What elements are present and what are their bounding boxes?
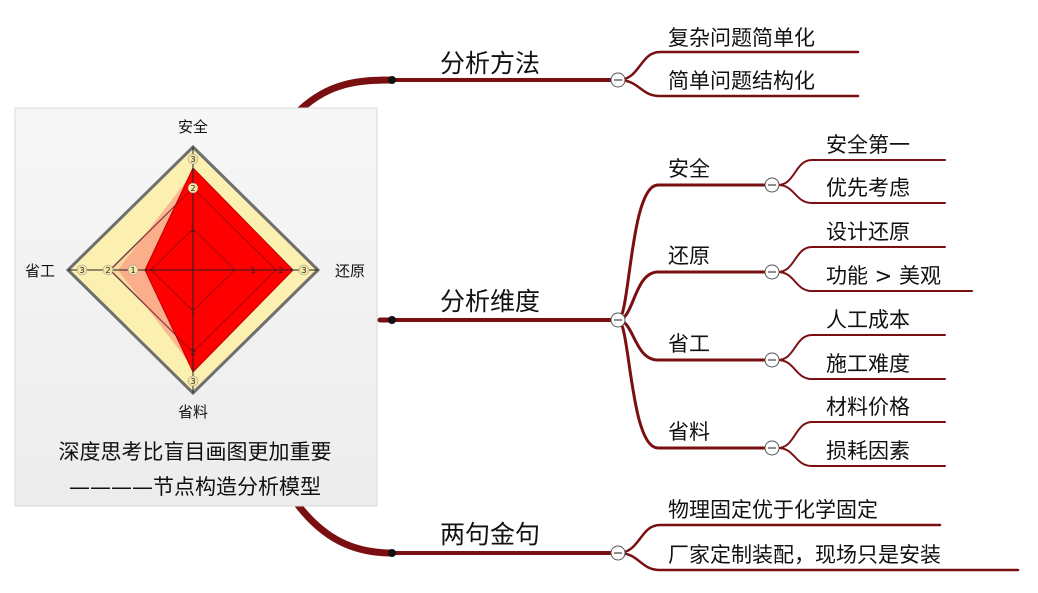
sub-branch-label: 省料 xyxy=(668,420,710,444)
branch-label: 两句金句 xyxy=(440,520,540,549)
branch-label: 分析维度 xyxy=(440,287,540,316)
card-caption-line-2: ————节点构造分析模型 xyxy=(69,475,321,499)
branch-golden-quotes: 两句金句 物理固定优于化学固定 厂家定制装配，现场只是安装 xyxy=(388,498,1020,572)
leaf-item: 物理固定优于化学固定 xyxy=(668,498,878,522)
branch-label: 分析方法 xyxy=(440,49,540,78)
branch-dot xyxy=(388,76,396,84)
radar-axis-label-bottom: 省料 xyxy=(178,403,208,421)
radar-ticks: 3 2 1 3 2 1 3 2 1 1 2 3 xyxy=(76,153,310,387)
svg-text:3: 3 xyxy=(79,266,84,275)
svg-text:3: 3 xyxy=(301,266,306,275)
leaf-item: 安全第一 xyxy=(826,133,910,157)
central-node-card: 3 2 1 3 2 1 3 2 1 1 2 3 安全 还 xyxy=(14,107,378,507)
radar-diagram: 3 2 1 3 2 1 3 2 1 1 2 3 安全 还 xyxy=(25,118,365,421)
leaf-item: 损耗因素 xyxy=(826,439,910,463)
leaf-item: 简单问题结构化 xyxy=(668,69,815,93)
svg-text:1: 1 xyxy=(130,266,135,275)
leaf-item: 设计还原 xyxy=(826,220,910,244)
branch-analysis-dimension: 分析维度 安全 还原 省工 省料 安全第一 优先考虑 设计还原 功能 > 美观 … xyxy=(388,133,973,467)
leaf-item: 施工难度 xyxy=(826,352,910,376)
svg-text:1: 1 xyxy=(190,225,195,234)
svg-text:2: 2 xyxy=(190,184,195,193)
svg-text:2: 2 xyxy=(190,348,195,357)
card-caption-line-1: 深度思考比盲目画图更加重要 xyxy=(59,440,332,464)
sub-branch-label: 省工 xyxy=(668,332,710,356)
svg-text:2: 2 xyxy=(278,266,283,275)
branch-dot xyxy=(388,316,396,324)
collapse-toggle-icon[interactable] xyxy=(610,72,626,88)
collapse-toggle-icon[interactable] xyxy=(764,352,780,368)
leaf-item: 材料价格 xyxy=(826,395,910,419)
sub-branch-label: 安全 xyxy=(668,157,710,181)
leaf-item: 人工成本 xyxy=(826,308,910,332)
sub-branch-label: 还原 xyxy=(668,244,710,268)
leaf-item: 厂家定制装配，现场只是安装 xyxy=(668,543,941,567)
radar-axis-label-right: 还原 xyxy=(335,262,365,280)
leaf-item: 优先考虑 xyxy=(826,176,910,200)
leaf-item: 功能 > 美观 xyxy=(826,264,941,288)
collapse-toggle-icon[interactable] xyxy=(610,545,626,561)
radar-axis-label-left: 省工 xyxy=(25,262,55,280)
radar-axis-label-top: 安全 xyxy=(178,118,208,136)
collapse-toggle-icon[interactable] xyxy=(764,177,780,193)
svg-text:1: 1 xyxy=(190,307,195,316)
svg-text:2: 2 xyxy=(105,266,110,275)
collapse-toggle-icon[interactable] xyxy=(610,312,626,328)
collapse-toggle-icon[interactable] xyxy=(764,440,780,456)
svg-text:1: 1 xyxy=(250,266,255,275)
collapse-toggle-icon[interactable] xyxy=(764,264,780,280)
branch-analysis-method: 分析方法 复杂问题简单化 简单问题结构化 xyxy=(388,26,860,98)
branch-dot xyxy=(388,549,396,557)
svg-text:3: 3 xyxy=(190,377,195,386)
leaf-item: 复杂问题简单化 xyxy=(668,26,815,50)
svg-text:3: 3 xyxy=(190,155,195,164)
